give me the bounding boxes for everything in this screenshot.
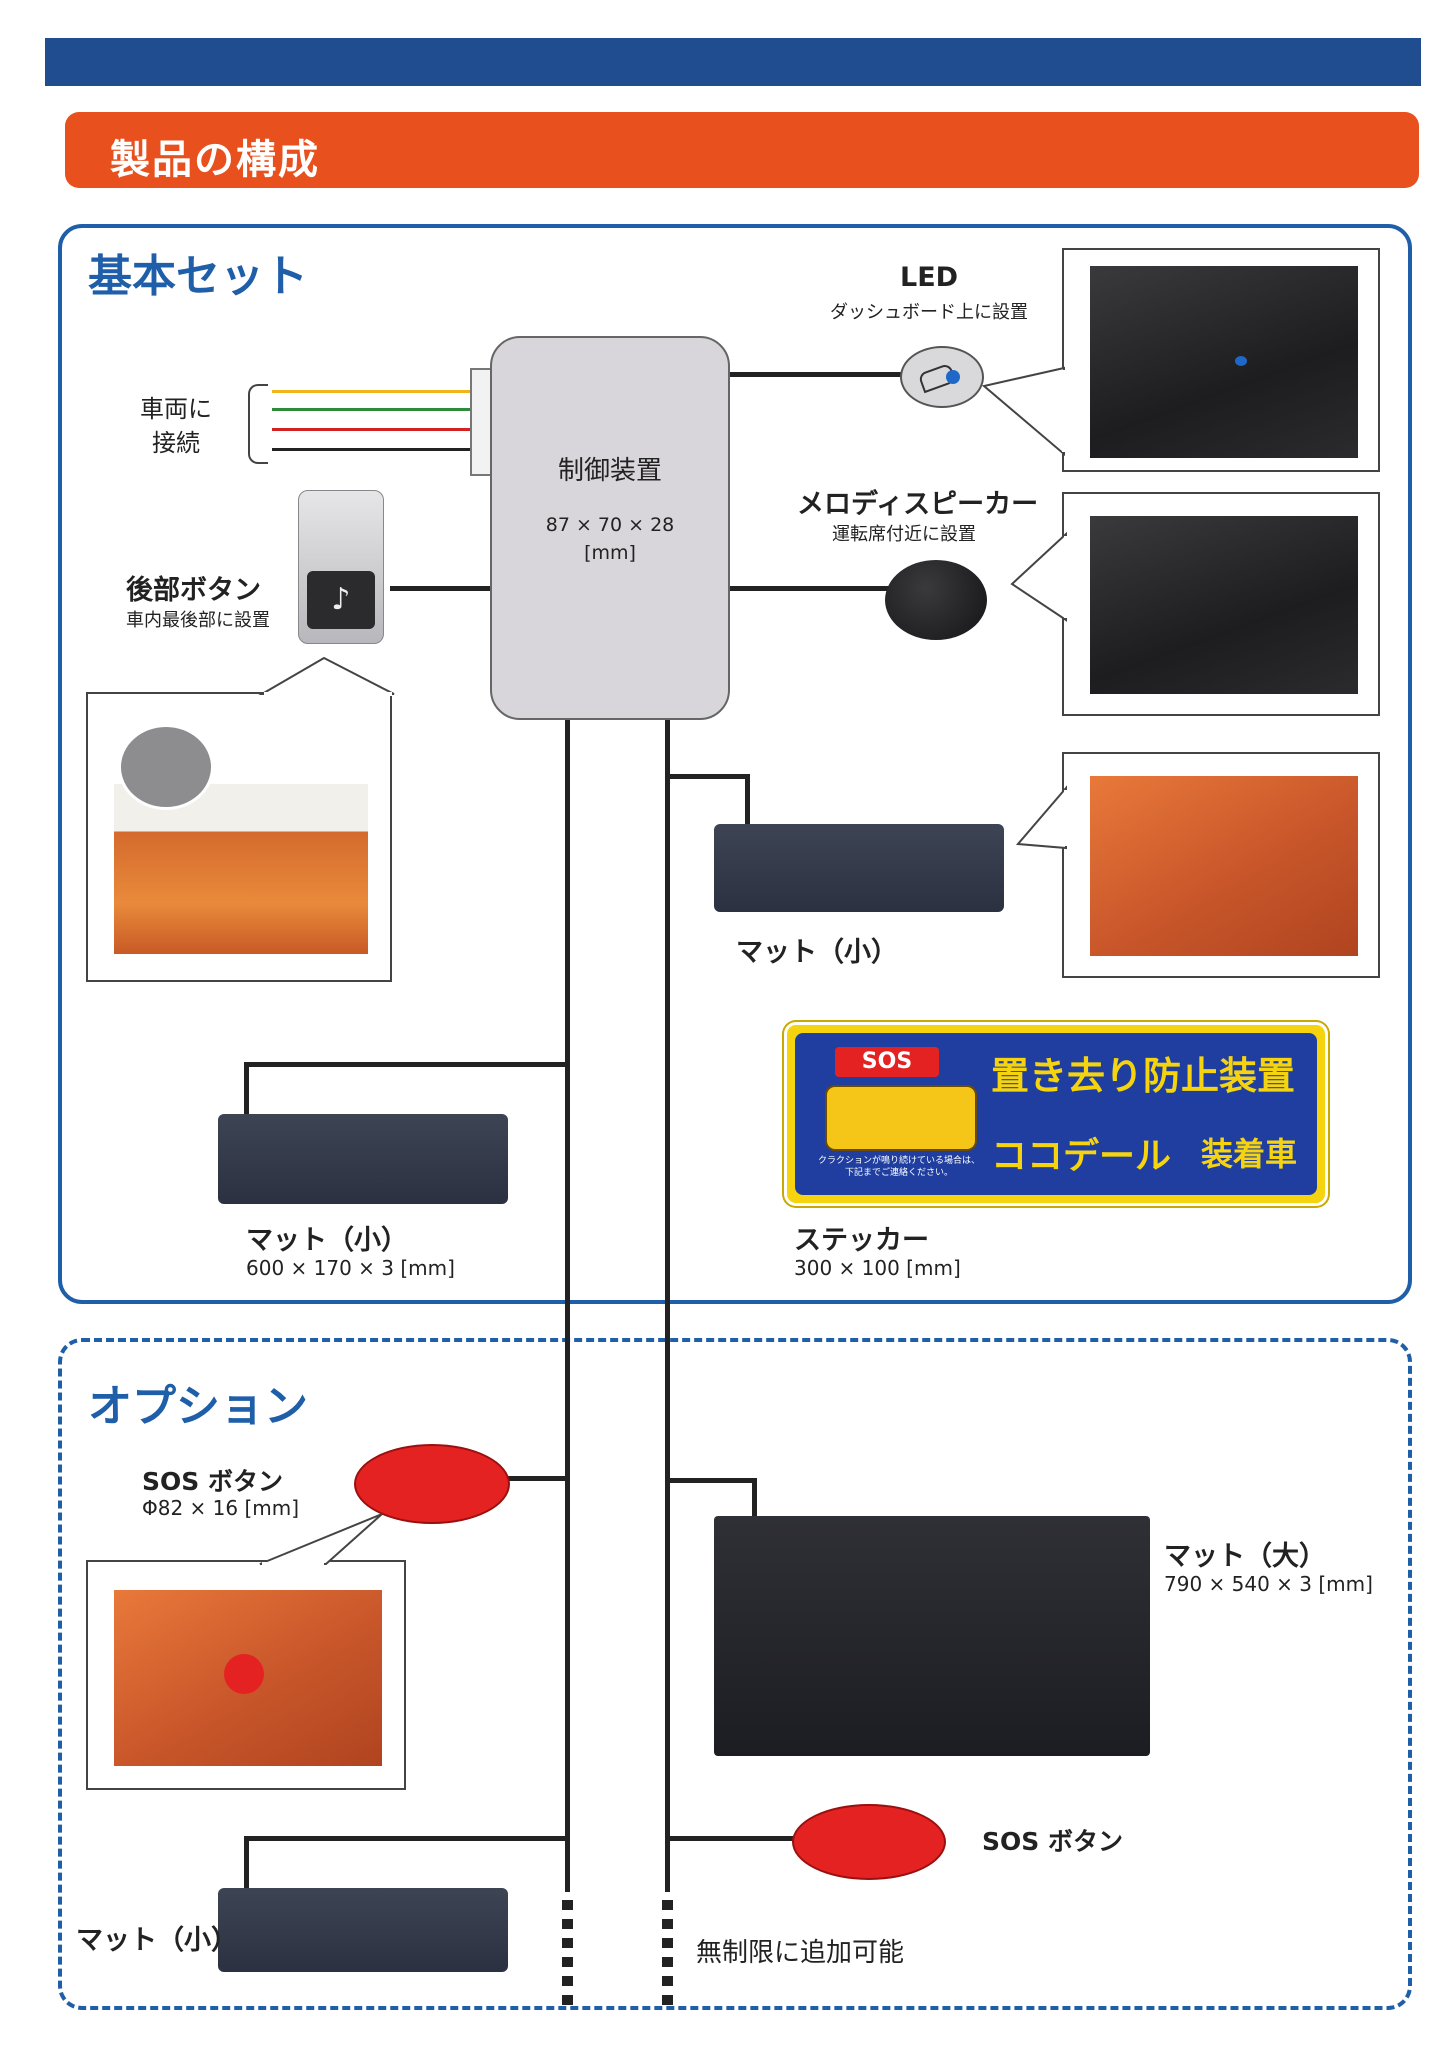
vehicle-connect-line2: 接続 [152,429,200,457]
mat-bottom-drop [244,1836,249,1892]
continuation-dots-right [662,1900,673,2006]
led-device [900,346,984,408]
vehicle-connect-line1: 車両に [140,395,212,423]
mat-small-left [218,1114,508,1204]
led-wire [730,372,930,377]
wire-green [272,408,472,411]
sos-callout-pointer [259,1513,383,1566]
basic-set-heading: 基本セット [88,251,308,302]
sticker-inner: SOS 置き去り防止装置 ココデール 装着車 クラクションが鳴り続けている場合は… [795,1033,1317,1195]
rear-button-inset [118,724,214,810]
continuation-dots-left [562,1900,573,2006]
sos-button-device [354,1444,510,1524]
speaker-callout-pointer [1010,531,1068,622]
rear-button-name: 後部ボタン [126,575,261,606]
mat-callout-pointer [1015,785,1068,850]
wire-yellow [272,390,472,393]
sos-photo [114,1590,382,1766]
led-light [946,370,960,384]
rear-button-note: 車内最後部に設置 [126,610,270,631]
mat-large-dims: 790 × 540 × 3 [mm] [1164,1572,1373,1596]
music-note-icon: ♪ [307,571,375,629]
mat-photo-frame [1062,752,1380,978]
connect-brace [248,384,268,464]
mat-small-right-name: マット（小） [736,937,898,968]
mat-small-option [218,1888,508,1972]
mat-small-right [714,824,1004,912]
wire-black [272,448,472,451]
speaker-wire [730,586,910,591]
mat-bottom-branch [244,1836,570,1841]
connector-plug [470,368,492,476]
speaker-photo [1090,516,1358,694]
mat-right-drop [745,774,750,824]
sticker-dims: 300 × 100 [mm] [794,1256,961,1280]
led-note: ダッシュボード上に設置 [830,302,1028,323]
rear-button-device: ♪ [298,490,384,644]
sticker-small1: クラクションが鳴り続けている場合は、 [817,1156,980,1166]
sos-button-name: SOS ボタン [142,1467,283,1496]
sos-photo-button [224,1654,264,1694]
options-heading: オプション [88,1381,308,1432]
trunk-wire-right [665,720,670,1892]
mat-large-branch [665,1478,757,1483]
mat-right-branch [665,774,749,779]
vehicle-connect-label: 車両に 接続 [140,392,212,460]
mat-large [714,1516,1150,1756]
section-header-bar [65,112,1419,188]
mat-left-drop [244,1062,249,1118]
mat-small-left-name: マット（小） [246,1225,408,1256]
mat-large-drop [752,1478,757,1518]
sticker-name: ステッカー [794,1225,929,1256]
speaker-note: 運転席付近に設置 [832,524,976,545]
sos-button2-device [792,1804,946,1880]
mat-left-branch [244,1062,570,1067]
sticker-line2: 装着車 [1201,1135,1298,1173]
led-callout-pointer [981,366,1066,457]
rear-button-wire [390,586,490,591]
mat-large-name: マット（大） [1164,1541,1326,1572]
controller-dims: 87 × 70 × 28 [545,514,675,536]
speaker-device [885,560,987,640]
sticker-sos: SOS [835,1047,939,1077]
sos2-branch [665,1836,795,1841]
sticker-small2: 下記までご連絡ください。 [844,1168,953,1178]
trunk-wire-left [565,720,570,1892]
sticker-line1: 置き去り防止装置 [991,1054,1296,1098]
led-photo-light [1235,356,1247,366]
controller-name: 制御装置 [557,456,662,486]
top-band [45,38,1421,86]
sticker-image: SOS 置き去り防止装置 ココデール 装着車 クラクションが鳴り続けている場合は… [784,1022,1328,1206]
options-panel [58,1338,1412,2010]
led-name: LED [900,262,959,293]
rear-button-photo-frame [86,692,392,982]
led-photo-frame [1062,248,1380,472]
sos-button-dims: Φ82 × 16 [mm] [142,1496,300,1520]
bus-icon [825,1085,977,1151]
unlimited-note: 無制限に追加可能 [696,1938,905,1968]
sos-branch [505,1476,570,1481]
mat-photo [1090,776,1358,956]
wire-red [272,428,472,431]
section-title: 製品の構成 [110,137,320,183]
sticker-small-text: クラクションが鳴り続けている場合は、 下記までご連絡ください。 [809,1155,989,1179]
speaker-photo-frame [1062,492,1380,716]
led-photo [1090,266,1358,458]
sticker-brand: ココデール [991,1136,1172,1177]
controller-unit-label: [mm] [584,542,636,564]
rear-button-photo [114,784,368,954]
mat-small-left-dims: 600 × 170 × 3 [mm] [246,1256,455,1280]
speaker-name: メロディスピーカー [797,489,1039,520]
sos-button2-name: SOS ボタン [982,1827,1123,1856]
sos-photo-frame [86,1560,406,1790]
mat-small-option-name: マット（小） [76,1925,238,1956]
basic-set-panel [58,224,1412,1304]
rear-button-callout-pointer [258,656,395,696]
controller-unit [490,336,730,720]
